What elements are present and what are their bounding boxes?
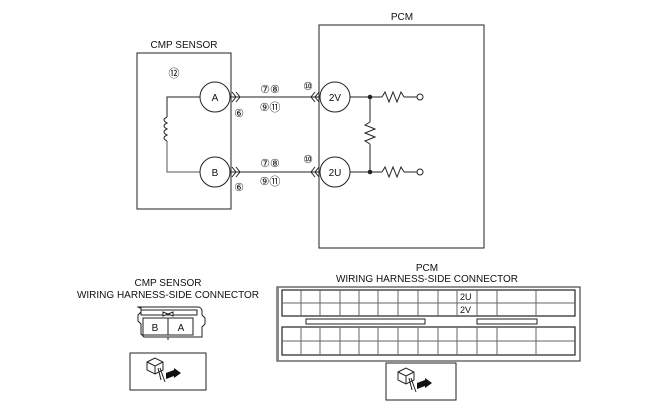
svg-text:2U: 2U [329,168,342,179]
resistor-icon [381,165,405,179]
wire-b [230,166,320,178]
sensor-connector-title-2: WIRING HARNESS-SIDE CONNECTOR [77,290,259,301]
pcm-terminal-2v: 2V [319,81,351,113]
pcm-internal-circuit [350,90,424,179]
sensor-pin-b: B [152,323,159,334]
latch-slot-right [476,318,538,325]
pcm-connector-grid [281,289,576,356]
callout-b-sensor: ⑥ [234,182,244,194]
callout-a-bottom: ⑨⑪ [260,101,281,114]
sensor-connector-face [136,306,206,340]
resistor-icon [363,121,377,145]
pcm-terminal-2u: 2U [319,156,351,188]
callout-b-bottom: ⑨⑪ [260,175,281,188]
latch-slot-left [305,318,426,325]
pcm-connector-title-2: WIRING HARNESS-SIDE CONNECTOR [336,274,518,285]
sensor-title: CMP SENSOR [150,40,217,51]
callout-sensor: ⑫ [169,67,180,80]
callout-a-top: ⑦⑧ [260,84,280,96]
callout-a-pcm: ⑩ [303,81,313,93]
sensor-box [136,52,232,210]
pcm-pin-2u: 2U [460,292,472,302]
svg-text:2V: 2V [329,93,342,104]
connector-view-icon [385,362,457,401]
callout-b-pcm: ⑩ [303,154,313,166]
callout-a-sensor: ⑥ [234,108,244,120]
terminal-icon [416,93,424,101]
coil-icon [163,96,200,173]
svg-text:A: A [212,93,219,104]
sensor-terminal-a: A [199,81,231,113]
pcm-box [318,24,485,249]
svg-text:B: B [212,168,219,179]
sensor-pin-a: A [178,323,185,334]
connector-view-icon [129,352,207,391]
sensor-terminal-b: B [199,156,231,188]
callout-b-top: ⑦⑧ [260,158,280,170]
terminal-icon [416,168,424,176]
resistor-icon [381,90,405,104]
pcm-title: PCM [391,12,413,23]
pcm-pin-2v: 2V [460,305,471,315]
sensor-connector-title-1: CMP SENSOR [134,278,201,289]
wire-a [230,91,320,103]
pcm-connector-title-1: PCM [416,263,438,274]
pcm-connector-face [276,286,581,362]
